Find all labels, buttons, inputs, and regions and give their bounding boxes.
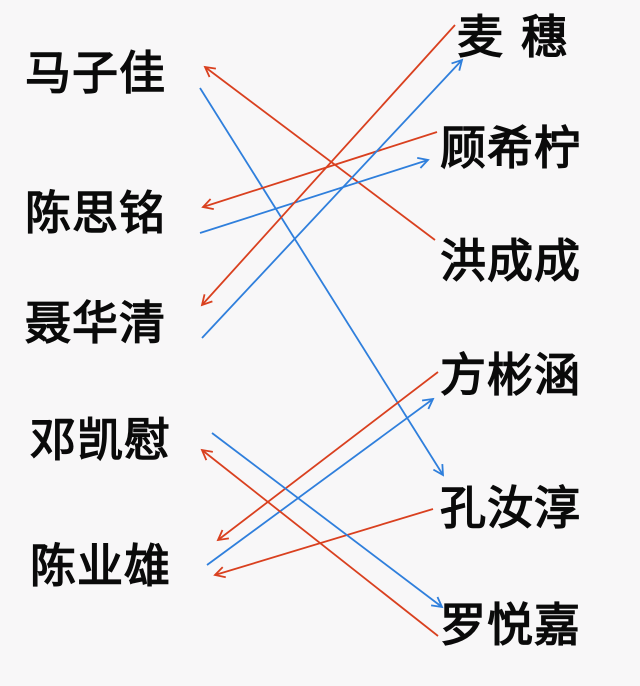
arrowhead-icon xyxy=(451,58,464,71)
arrowhead-icon xyxy=(216,529,230,542)
arrowhead-icon xyxy=(421,397,435,410)
arrow-line xyxy=(202,131,438,208)
right-name: 麦 穗 xyxy=(457,10,569,64)
arrow-blue xyxy=(201,58,464,339)
arrowhead-icon xyxy=(417,157,430,169)
right-name: 洪成成 xyxy=(440,234,581,288)
left-name: 陈业雄 xyxy=(30,539,171,593)
arrow-red xyxy=(200,448,439,637)
arrow-blue xyxy=(211,432,444,609)
arrow-line xyxy=(206,398,434,566)
arrow-line xyxy=(201,449,439,637)
right-name: 方彬涵 xyxy=(440,348,581,402)
left-name: 陈思铭 xyxy=(25,186,166,240)
arrow-blue xyxy=(199,157,430,234)
arrow-red xyxy=(201,131,438,210)
arrow-line xyxy=(201,24,456,306)
arrowhead-icon xyxy=(201,198,214,210)
arrowhead-icon xyxy=(430,596,444,609)
arrow-line xyxy=(214,508,434,576)
arrow-line xyxy=(217,371,439,541)
arrow-red xyxy=(200,24,456,307)
arrow-line xyxy=(201,59,463,339)
left-name: 聂华清 xyxy=(25,296,166,350)
arrow-red xyxy=(213,508,434,579)
arrowhead-icon xyxy=(213,566,226,579)
arrow-line xyxy=(199,159,429,234)
arrowhead-icon xyxy=(200,294,213,307)
right-name: 顾希柠 xyxy=(440,121,581,175)
left-name: 邓凯慰 xyxy=(30,413,171,467)
arrow-line xyxy=(211,432,443,608)
arrow-line xyxy=(204,66,436,241)
arrowhead-icon xyxy=(203,65,217,78)
arrow-blue xyxy=(206,397,435,566)
arrowhead-icon xyxy=(432,463,444,477)
right-name: 孔汝淳 xyxy=(440,481,581,535)
arrow-blue xyxy=(199,87,444,477)
left-name: 马子佳 xyxy=(25,46,166,100)
arrow-red xyxy=(216,371,439,542)
arrow-line xyxy=(199,87,444,476)
arrowhead-icon xyxy=(200,448,213,461)
arrow-red xyxy=(203,65,436,241)
right-name: 罗悦嘉 xyxy=(440,598,581,652)
